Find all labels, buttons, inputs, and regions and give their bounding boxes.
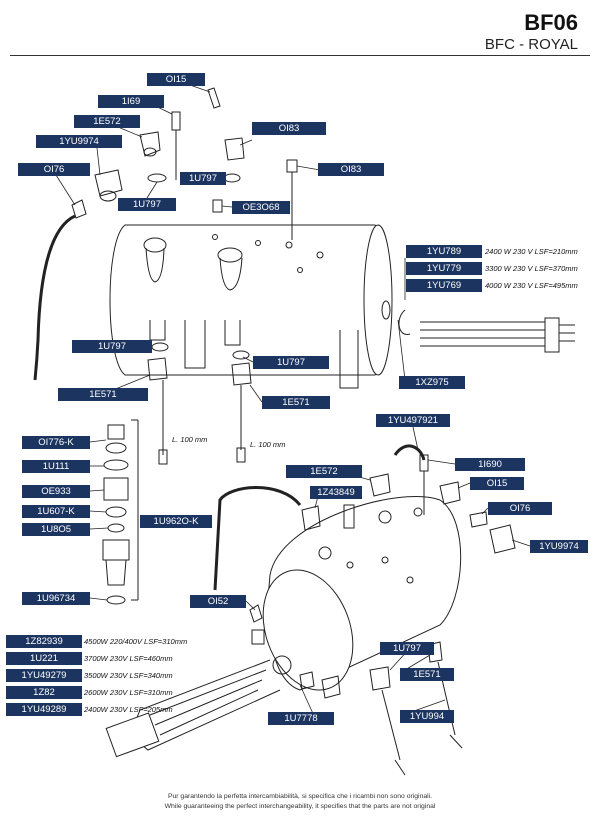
probe-assembly	[102, 419, 139, 605]
part-label-oi76-b[interactable]: OI76	[488, 502, 552, 515]
diagram-model: BFC - ROYAL	[484, 36, 578, 53]
part-label-1e571-a[interactable]: 1E571	[58, 388, 148, 401]
spec-1yu779: 3300 W 230 V LSF=370mm	[485, 264, 578, 273]
part-label-1u797-d[interactable]: 1U797	[253, 356, 329, 369]
part-label-1u797-b[interactable]: 1U797	[118, 198, 176, 211]
part-label-1z43849[interactable]: 1Z43849	[310, 486, 362, 499]
part-label-1u7778[interactable]: 1U7778	[268, 712, 334, 725]
part-label-1u96734[interactable]: 1U96734	[22, 592, 90, 605]
part-label-1z82939[interactable]: 1Z82939	[6, 635, 82, 648]
part-label-1e572-b[interactable]: 1E572	[286, 465, 362, 478]
spec-1z82939: 4500W 220/400V LSF=310mm	[84, 637, 188, 646]
part-label-1yu789[interactable]: 1YU789	[406, 245, 482, 258]
part-label-oi52[interactable]: OI52	[190, 595, 246, 608]
part-label-1u797-a[interactable]: 1U797	[180, 172, 226, 185]
footer-note-english: While guaranteeing the perfect interchan…	[164, 803, 436, 810]
part-label-1yu779[interactable]: 1YU779	[406, 262, 482, 275]
header-divider	[10, 55, 590, 56]
part-label-oi15-b[interactable]: OI15	[470, 477, 524, 490]
part-label-oi83-b[interactable]: OI83	[318, 163, 384, 176]
spec-1yu49289: 2400W 230V LSF=205mm	[84, 705, 173, 714]
footer-note-italian: Pur garantendo la perfetta intercambiabi…	[167, 793, 433, 800]
part-label-1u797-e[interactable]: 1U797	[380, 642, 434, 655]
part-label-1u962o-k[interactable]: 1U962O-K	[140, 515, 212, 528]
part-label-1yu994[interactable]: 1YU994	[400, 710, 454, 723]
part-label-1e571-b[interactable]: 1E571	[262, 396, 330, 409]
part-label-oe933[interactable]: OE933	[22, 485, 90, 498]
spec-1z82: 2600W 230V LSF=310mm	[84, 688, 173, 697]
part-label-oi83-a[interactable]: OI83	[252, 122, 326, 135]
part-label-1i69[interactable]: 1I69	[98, 95, 164, 108]
part-label-1yu49279[interactable]: 1YU49279	[6, 669, 82, 682]
upper-heating-element	[398, 309, 575, 353]
part-label-oi76-top[interactable]: OI76	[18, 163, 90, 176]
spec-1u221: 3700W 230V LSF=460mm	[84, 654, 173, 663]
part-label-1z82[interactable]: 1Z82	[6, 686, 82, 699]
part-label-1yu9974-top[interactable]: 1YU9974	[36, 135, 122, 148]
part-label-1u607-k[interactable]: 1U607-K	[22, 505, 90, 518]
part-label-oi776-k[interactable]: OI776-K	[22, 436, 90, 449]
lower-boiler	[213, 486, 462, 691]
part-label-1u221[interactable]: 1U221	[6, 652, 82, 665]
part-label-1yu49289[interactable]: 1YU49289	[6, 703, 82, 716]
lower-heating-element	[105, 659, 281, 758]
part-label-1u111[interactable]: 1U111	[22, 460, 90, 473]
part-label-1u797-c[interactable]: 1U797	[72, 340, 152, 353]
length-note-b: L. 100 mm	[250, 440, 286, 449]
length-note-a: L. 100 mm	[172, 435, 208, 444]
part-label-1u8o5[interactable]: 1U8O5	[22, 523, 90, 536]
part-label-1yu769[interactable]: 1YU769	[406, 279, 482, 292]
leader-lines	[55, 84, 531, 719]
upper-boiler	[109, 224, 393, 389]
part-label-1e571-c[interactable]: 1E571	[400, 668, 454, 681]
part-label-1e572-top[interactable]: 1E572	[74, 115, 140, 128]
part-label-1xz975[interactable]: 1XZ975	[399, 376, 465, 389]
spec-1yu769: 4000 W 230 V LSF=495mm	[485, 281, 578, 290]
part-label-oe3o68[interactable]: OE3O68	[232, 201, 290, 214]
diagram-code: BF06	[524, 10, 578, 35]
part-label-oi15-top[interactable]: OI15	[147, 73, 205, 86]
spec-1yu789: 2400 W 230 V LSF=210mm	[485, 247, 578, 256]
part-label-1yu497921[interactable]: 1YU497921	[376, 414, 450, 427]
part-label-1i690[interactable]: 1I690	[455, 458, 525, 471]
spec-1yu49279: 3500W 230V LSF=340mm	[84, 671, 173, 680]
part-label-1yu9974-b[interactable]: 1YU9974	[530, 540, 588, 553]
